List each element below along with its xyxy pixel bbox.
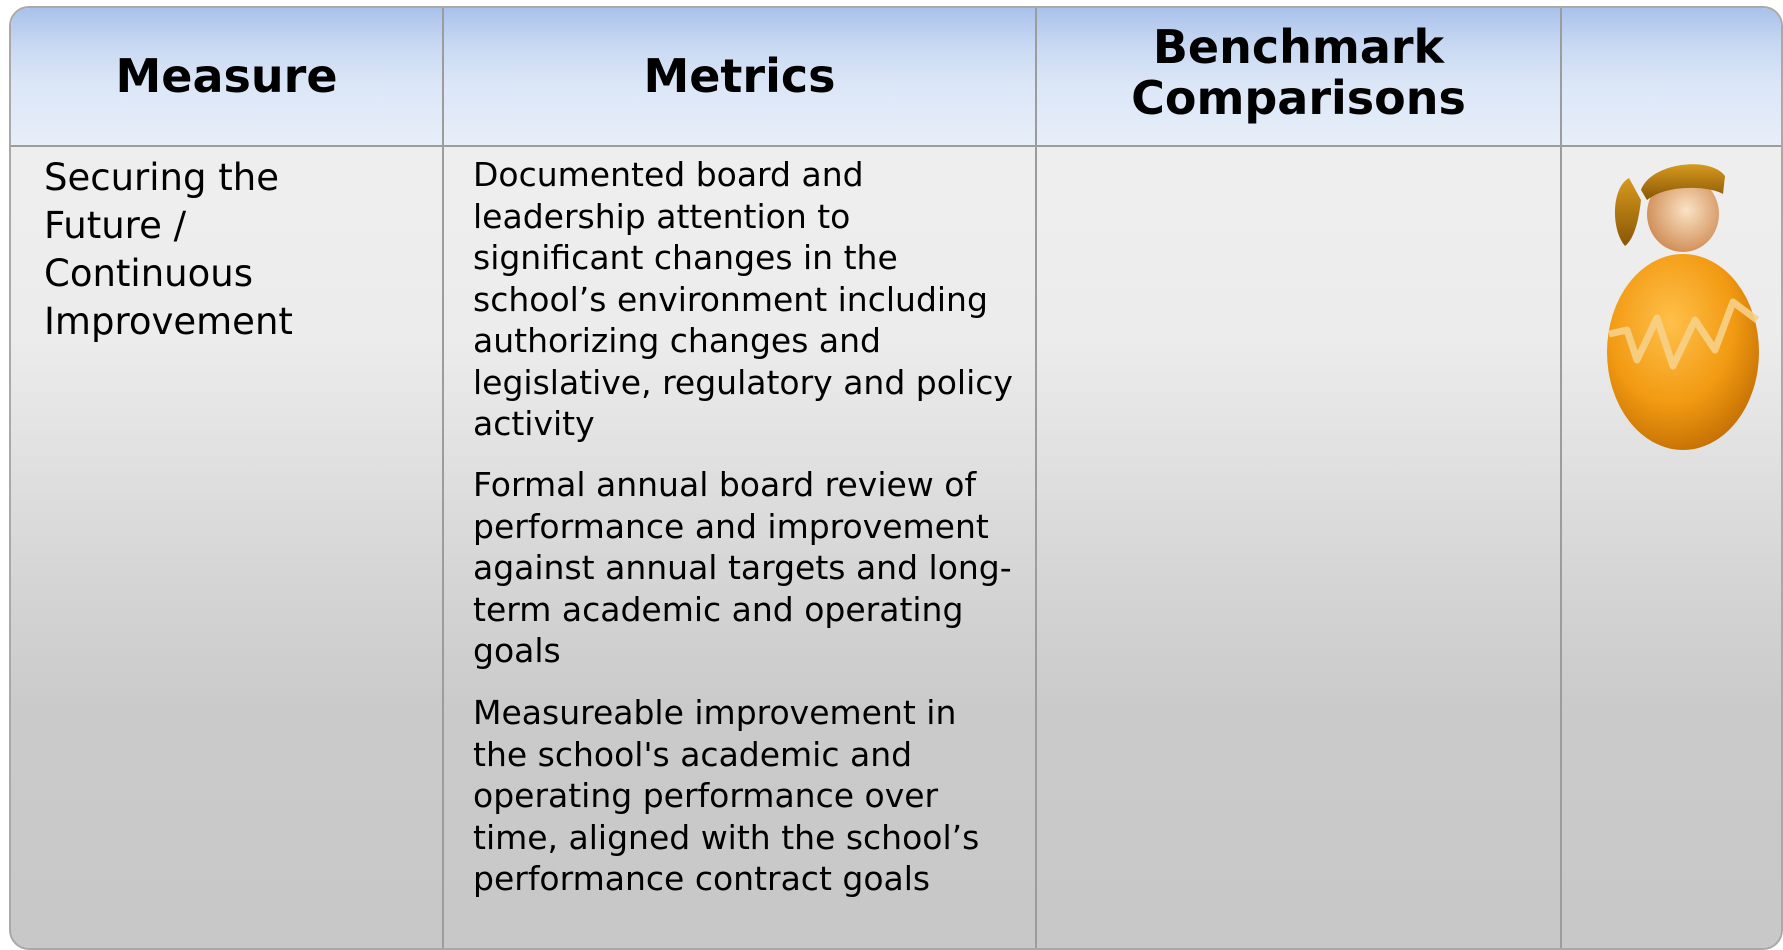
column-divider: [1035, 8, 1037, 948]
measure-cell: Securing the Future / Continuous Improve…: [44, 156, 293, 343]
metric-item: Documented board and leadership attentio…: [473, 155, 1013, 443]
header-benchmark-comparisons: Benchmark Comparisons: [1131, 19, 1466, 125]
metric-item: Measureable improvement in the school's …: [473, 693, 980, 898]
table-header: Measure Metrics Benchmark Comparisons: [11, 8, 1781, 147]
person-egg-figure-icon: [1603, 160, 1760, 456]
column-divider: [1560, 8, 1562, 948]
header-measure: Measure: [115, 49, 338, 103]
header-blank: [1562, 8, 1781, 145]
benchmark-table: Measure Metrics Benchmark Comparisons Se…: [9, 6, 1783, 950]
metric-item: Formal annual board review of performanc…: [473, 465, 1012, 670]
header-metrics: Metrics: [643, 49, 836, 103]
column-divider: [442, 8, 444, 948]
